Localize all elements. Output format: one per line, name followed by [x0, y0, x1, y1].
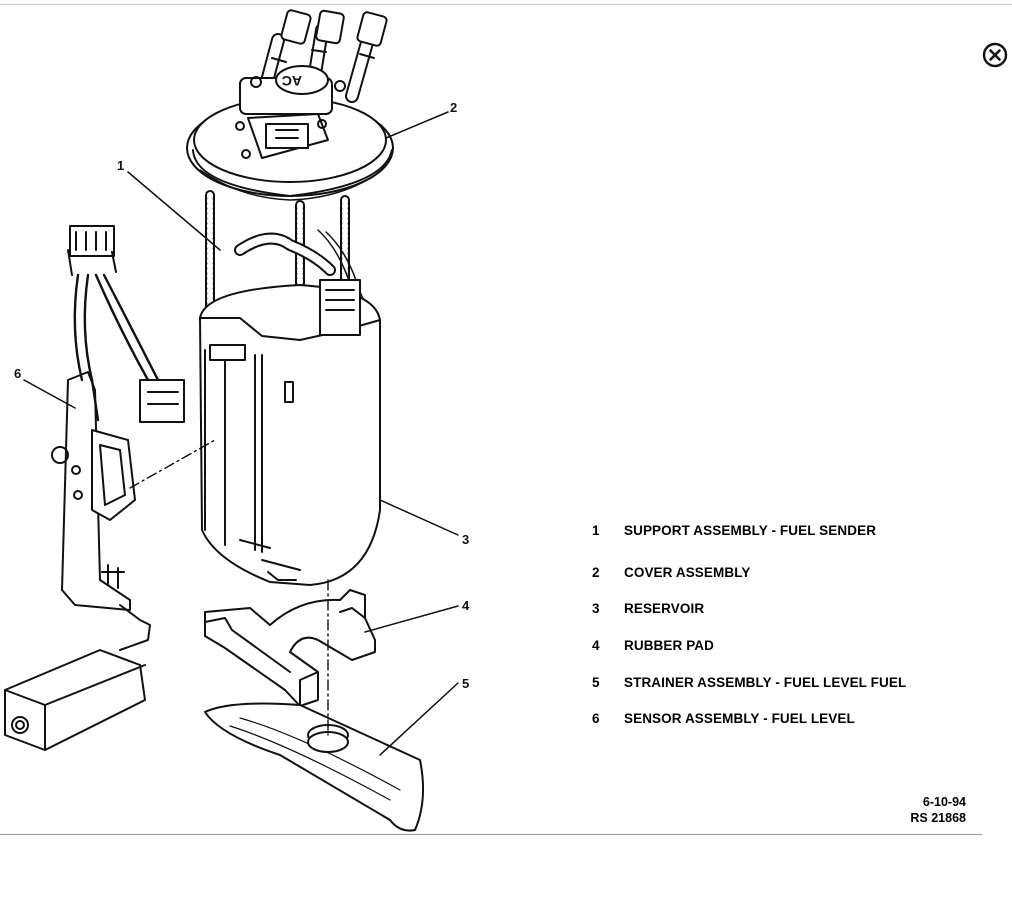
legend-label: SUPPORT ASSEMBLY - FUEL SENDER [624, 522, 877, 538]
callout-4: 4 [462, 598, 470, 613]
close-circle-icon [982, 42, 1008, 68]
drawing-stamp: 6-10-94 RS 21868 [880, 794, 966, 826]
rubber-pad [204, 589, 376, 707]
legend-label: RESERVOIR [624, 600, 705, 616]
legend-item: 6 SENSOR ASSEMBLY - FUEL LEVEL [592, 708, 855, 728]
legend-label: SENSOR ASSEMBLY - FUEL LEVEL [624, 710, 855, 726]
callout-1: 1 [117, 158, 124, 173]
callout-3: 3 [462, 532, 469, 547]
legend-item: 5 STRAINER ASSEMBLY - FUEL LEVEL FUEL [592, 672, 906, 692]
fuel-line-tubes [255, 9, 388, 107]
legend-number: 5 [592, 674, 600, 690]
top-divider [0, 4, 1012, 5]
stamp-ref: RS 21868 [910, 811, 966, 825]
wiring-harness [67, 225, 185, 423]
legend-item: 1 SUPPORT ASSEMBLY - FUEL SENDER [592, 520, 876, 540]
callout-2: 2 [450, 100, 457, 115]
legend-item: 3 RESERVOIR [592, 598, 704, 618]
cover-assembly: AC [186, 65, 394, 201]
legend-label: STRAINER ASSEMBLY - FUEL LEVEL FUEL [624, 674, 907, 690]
legend-label: RUBBER PAD [624, 637, 715, 653]
legend-item: 2 COVER ASSEMBLY [592, 562, 750, 582]
stamp-date: 6-10-94 [922, 795, 966, 809]
legend-label: COVER ASSEMBLY [624, 564, 751, 580]
callout-5: 5 [462, 676, 469, 691]
support-springs [205, 190, 367, 360]
legend-number: 3 [592, 600, 600, 616]
bottom-divider [0, 834, 982, 835]
reservoir [199, 279, 381, 586]
callout-6: 6 [14, 366, 21, 381]
strainer-assembly [204, 702, 424, 832]
alignment-lines [129, 439, 329, 736]
callout-numbers: 1 2 3 4 5 6 [14, 100, 470, 691]
leader-lines [23, 111, 459, 756]
legend-number: 6 [592, 710, 600, 726]
legend-item: 4 RUBBER PAD [592, 635, 714, 655]
svg-text:AC: AC [282, 73, 302, 89]
sensor-assembly [4, 371, 151, 751]
legend-number: 1 [592, 522, 600, 538]
close-button[interactable] [980, 40, 1010, 70]
legend-number: 4 [592, 637, 600, 653]
legend-number: 2 [592, 564, 600, 580]
